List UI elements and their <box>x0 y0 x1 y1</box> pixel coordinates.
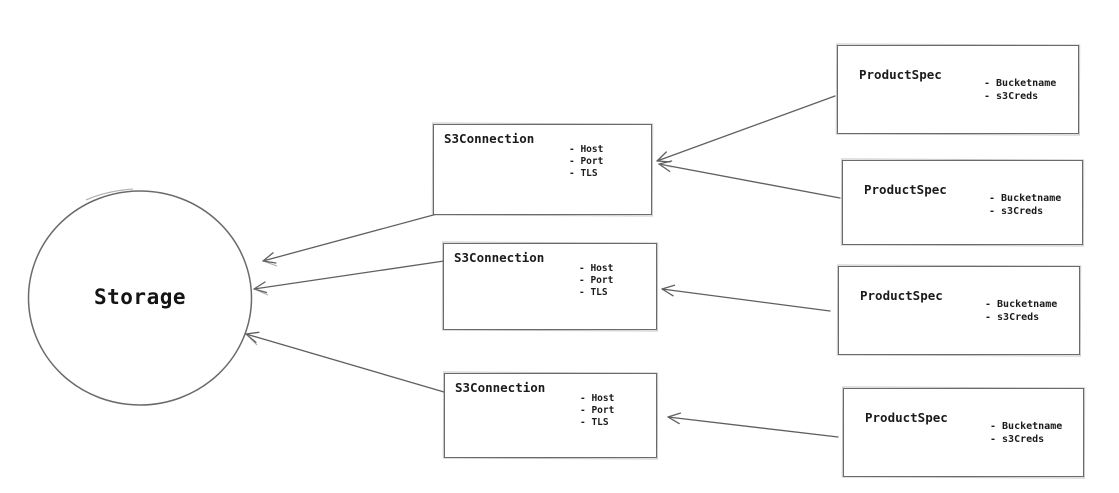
attribute-s3creds: - s3Creds <box>985 312 1040 323</box>
storage-node-label: Storage <box>93 285 187 309</box>
s3connection-3-title: S3Connection <box>455 380 546 395</box>
attribute-port: - Port <box>580 405 615 416</box>
edge-productspec-4-to-s3connection-3 <box>667 412 839 438</box>
productspec-4-title: ProductSpec <box>865 410 948 425</box>
s3connection-1-title: S3Connection <box>444 131 535 146</box>
edge-productspec-1-to-s3connection-1 <box>656 95 836 163</box>
s3connection-node-3: S3Connection - Host - Port - TLS <box>444 373 657 458</box>
edge-s3connection-2-to-storage <box>253 260 445 296</box>
productspec-node-1: ProductSpec - Bucketname - s3Creds <box>837 45 1079 134</box>
s3connection-node-1: S3Connection - Host - Port - TLS <box>433 124 652 215</box>
edge-productspec-2-to-s3connection-1 <box>658 160 841 199</box>
attribute-bucketname: - Bucketname <box>985 299 1058 310</box>
productspec-3-attributes: - Bucketname - s3Creds <box>985 298 1057 324</box>
attribute-s3creds: - s3Creds <box>989 206 1044 217</box>
s3connection-2-title: S3Connection <box>454 250 545 265</box>
attribute-port: - Port <box>569 156 604 167</box>
attribute-port: - Port <box>579 275 614 286</box>
s3connection-node-2: S3Connection - Host - Port - TLS <box>443 243 657 330</box>
attribute-host: - Host <box>579 263 614 274</box>
productspec-2-attributes: - Bucketname - s3Creds <box>989 192 1061 218</box>
attribute-host: - Host <box>580 393 615 404</box>
productspec-node-4: ProductSpec - Bucketname - s3Creds <box>843 388 1084 477</box>
edge-s3connection-3-to-storage <box>245 331 445 393</box>
productspec-3-title: ProductSpec <box>860 288 943 303</box>
attribute-bucketname: - Bucketname <box>989 193 1062 204</box>
attribute-bucketname: - Bucketname <box>990 421 1063 432</box>
attribute-s3creds: - s3Creds <box>990 434 1045 445</box>
edge-productspec-3-to-s3connection-2 <box>661 284 831 312</box>
productspec-1-title: ProductSpec <box>859 67 942 82</box>
attribute-host: - Host <box>569 144 604 155</box>
attribute-tls: - TLS <box>580 417 609 428</box>
attribute-tls: - TLS <box>569 168 598 179</box>
productspec-2-title: ProductSpec <box>864 182 947 197</box>
productspec-4-attributes: - Bucketname - s3Creds <box>990 420 1062 446</box>
s3connection-2-attributes: - Host - Port - TLS <box>579 263 613 299</box>
s3connection-1-attributes: - Host - Port - TLS <box>569 144 603 180</box>
edge-s3connection-1-to-storage <box>262 213 438 267</box>
attribute-bucketname: - Bucketname <box>984 78 1057 89</box>
productspec-1-attributes: - Bucketname - s3Creds <box>984 77 1056 103</box>
s3connection-3-attributes: - Host - Port - TLS <box>580 393 614 429</box>
productspec-node-2: ProductSpec - Bucketname - s3Creds <box>842 160 1083 245</box>
attribute-s3creds: - s3Creds <box>984 91 1039 102</box>
attribute-tls: - TLS <box>579 287 608 298</box>
productspec-node-3: ProductSpec - Bucketname - s3Creds <box>838 266 1080 355</box>
